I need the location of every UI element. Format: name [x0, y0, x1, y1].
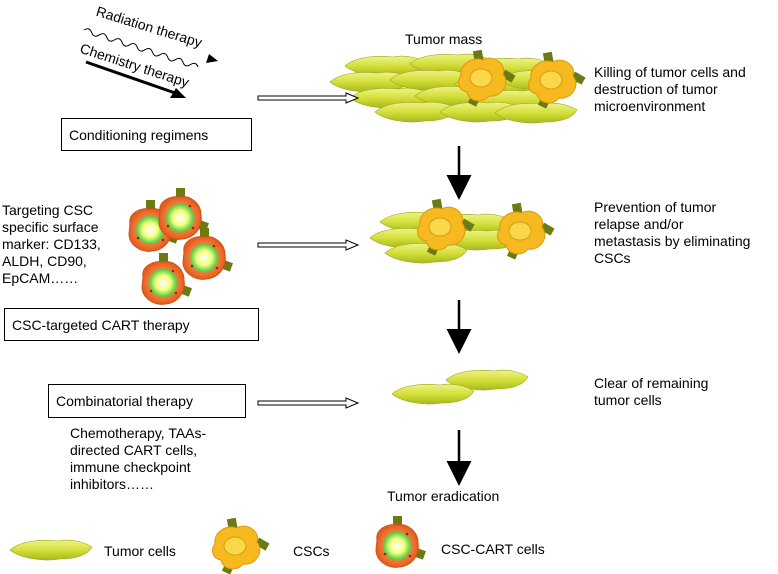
legend-csc-label: CSCs: [293, 543, 330, 559]
hollow-arrow-1: [257, 92, 360, 104]
hollow-arrow-2: [257, 239, 360, 251]
tumor-mass-label: Tumor mass: [405, 31, 483, 47]
remaining-tumor-cells: [391, 369, 529, 405]
legend-cart-label: CSC-CART cells: [441, 541, 545, 557]
prevention-text: Prevention of tumor relapse and/or metas…: [594, 199, 751, 266]
cart-therapy-box: CSC-targeted CART therapy: [4, 308, 259, 341]
eradication-label: Tumor eradication: [387, 488, 500, 504]
cart-cells-cluster: [128, 187, 234, 305]
combinatorial-box: Combinatorial therapy: [48, 384, 246, 418]
tumor-mass-cluster: [329, 49, 587, 124]
radiation-arrowhead: [206, 54, 218, 63]
killing-text: Killing of tumor cells and destruction o…: [594, 64, 746, 114]
legend-tumor-icon: [9, 539, 93, 561]
legend-cart-icon: [375, 515, 427, 568]
targeting-text: Targeting CSC specific surface marker: C…: [2, 202, 101, 286]
tumor-cscs-cluster: [369, 198, 556, 264]
legend-tumor-label: Tumor cells: [104, 543, 176, 559]
radiation-arrow: [83, 28, 199, 68]
chemistry-arrow: [85, 60, 179, 96]
clear-text: Clear of remaining tumor cells: [594, 375, 709, 408]
legend-csc-icon: [212, 517, 271, 574]
conditioning-box: Conditioning regimens: [61, 118, 252, 151]
combo-detail-text: Chemotherapy, TAAs-directed CART cells, …: [70, 425, 207, 492]
chemistry-arrowhead: [170, 88, 186, 98]
hollow-arrow-3: [257, 397, 360, 409]
